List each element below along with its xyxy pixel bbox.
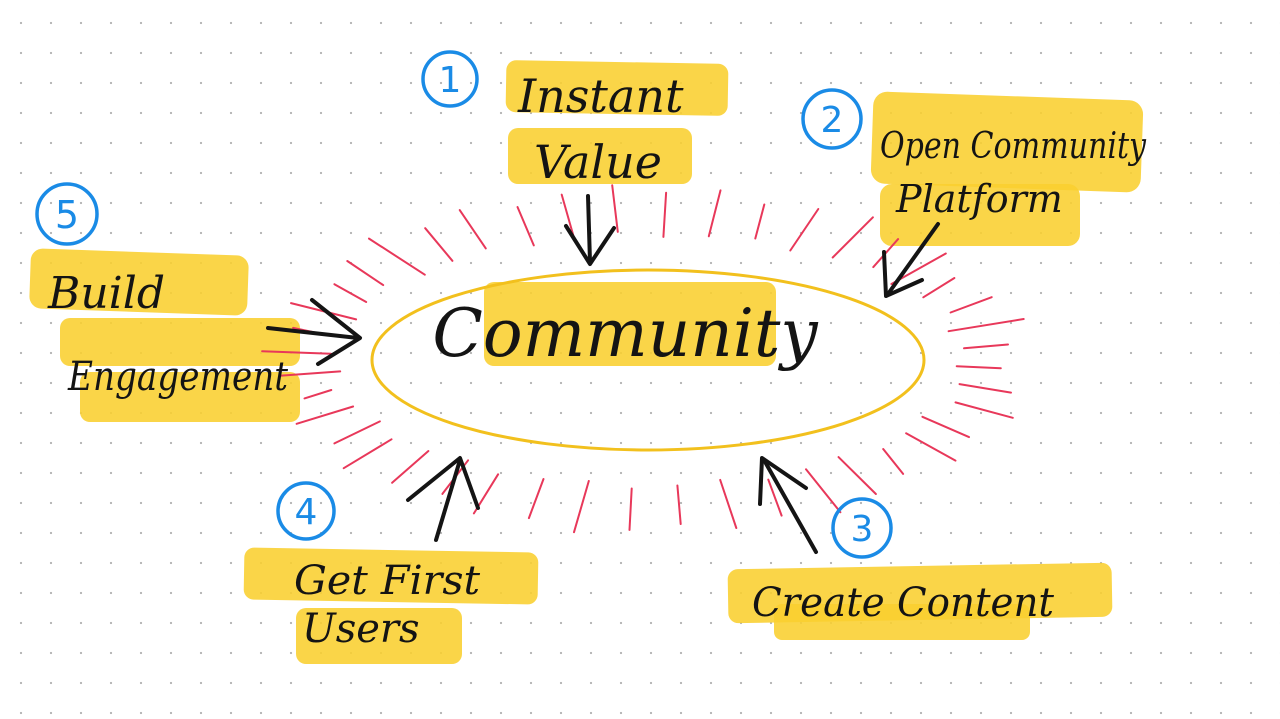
step5-label-line2: Engagement — [67, 354, 289, 400]
ray-line — [707, 189, 722, 238]
step4-label-line2: Users — [302, 606, 420, 652]
ray-line — [303, 389, 333, 400]
step1-number-circle — [421, 50, 479, 108]
ray-line — [342, 438, 393, 470]
ray-line — [947, 318, 1025, 333]
step5-number-circle — [35, 182, 99, 246]
ray-line — [954, 401, 1014, 419]
step5-label-line1: Build — [47, 268, 165, 319]
step4-label-line1: Get First — [294, 558, 481, 604]
center-label: Community — [432, 295, 818, 372]
ray-line — [424, 227, 454, 262]
ray-line — [346, 260, 385, 287]
step1-number: 1 — [439, 60, 462, 101]
ray-line — [921, 415, 970, 439]
ray-line — [837, 456, 877, 495]
ray-line — [261, 350, 332, 355]
ray-line — [368, 237, 426, 276]
ray-line — [560, 193, 575, 239]
step5-number: 5 — [55, 193, 79, 237]
ray-line — [955, 365, 1002, 370]
step1-label-line1: Instant — [517, 69, 684, 123]
arrow-from-step5 — [266, 298, 362, 366]
step3-label-line1: Create Content — [752, 580, 1055, 626]
ray-line — [949, 296, 993, 314]
ray-line — [628, 487, 633, 531]
step4-number-circle — [276, 481, 336, 541]
step2-number: 2 — [821, 100, 844, 141]
ray-line — [573, 480, 590, 534]
ray-line — [831, 216, 874, 259]
step2-number-circle — [801, 88, 863, 150]
arrow-from-step3 — [758, 456, 818, 554]
ray-line — [611, 184, 619, 233]
ray-line — [333, 283, 368, 303]
ray-line — [805, 468, 842, 514]
step1-label-line2: Value — [534, 135, 662, 189]
step2-label-line2: Platform — [895, 177, 1063, 221]
ray-line — [767, 478, 783, 517]
step3-number-circle — [831, 497, 893, 559]
ray-line — [278, 370, 342, 377]
ray-line — [527, 478, 545, 520]
ray-line — [754, 203, 766, 240]
step3-number: 3 — [851, 509, 874, 550]
ray-line — [789, 208, 820, 252]
ray-line — [662, 191, 668, 238]
ray-line — [958, 383, 1012, 394]
ray-line — [676, 484, 682, 525]
ray-line — [905, 432, 957, 462]
ray-line — [295, 405, 355, 425]
ray-line — [922, 277, 956, 299]
arrow-from-step2 — [882, 222, 940, 298]
arrow-from-step1 — [564, 194, 616, 266]
step4-number: 4 — [295, 492, 318, 533]
ray-line — [516, 206, 535, 247]
ray-line — [882, 448, 905, 475]
arrow-from-step4 — [406, 456, 480, 542]
ray-line — [963, 343, 1009, 350]
ray-line — [719, 478, 738, 529]
ray-line — [391, 450, 430, 484]
step2-label-line1: Open Community — [880, 126, 1147, 167]
ray-line — [458, 209, 487, 250]
sun-rays — [261, 184, 1025, 534]
ray-line — [333, 420, 381, 445]
highlighter-strokes — [29, 60, 1144, 664]
community-ellipse — [370, 268, 926, 452]
